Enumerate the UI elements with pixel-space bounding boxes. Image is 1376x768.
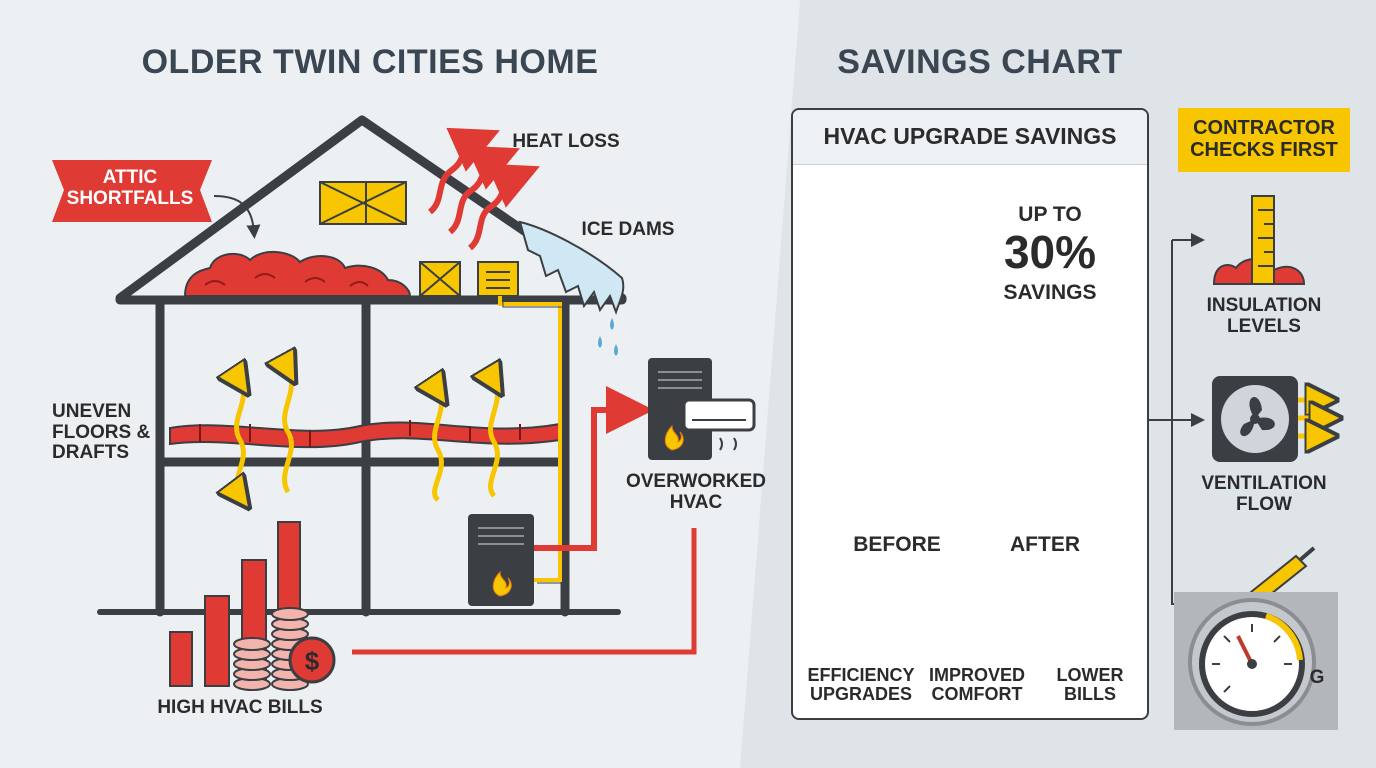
benefit-bills-line1: LOWER — [1056, 665, 1124, 685]
bar-after-label-line1: LOWER — [1005, 375, 1085, 398]
check-ventilation-line1: VENTILATION — [1201, 473, 1327, 494]
bar-before-label: HIGH ENERGY USE — [842, 319, 952, 388]
bar-after-label: LOWER ENERGY USE — [990, 375, 1100, 444]
uneven-floors-label: UNEVEN FLOORS & DRAFTS — [52, 401, 152, 464]
ice-dams-label: ICE DAMS — [581, 219, 675, 240]
check-insulation-line2: LEVELS — [1227, 315, 1301, 337]
attic-vents — [319, 181, 519, 297]
benefit-efficiency-line2: UPGRADES — [809, 684, 912, 705]
bar-before-label-line1: HIGH — [870, 319, 924, 342]
benefit-bills-label: LOWER BILLS — [1040, 665, 1140, 705]
dollar-coin-icon: $ — [288, 636, 336, 684]
contractor-title-line1: CONTRACTOR — [1193, 117, 1335, 139]
hvac-label-line2: HVAC — [669, 491, 723, 513]
savings-card — [791, 108, 1149, 720]
attic-insulation — [183, 251, 412, 297]
savings-card-header — [793, 110, 1147, 165]
contractor-title-line2: CHECKS FIRST — [1190, 138, 1338, 161]
right-panel-title: SAVINGS CHART — [837, 43, 1123, 81]
bar-after-label-line3: USE — [1023, 420, 1067, 444]
check-insulation-label: INSULATION LEVELS — [1186, 295, 1342, 337]
uneven-label-line1: UNEVEN — [52, 401, 132, 422]
hvac-label-line1: OVERWORKED — [625, 471, 767, 492]
heat-loss-arrows — [427, 127, 540, 251]
ice-dams — [518, 220, 625, 356]
savings-badge-value: 30% — [1003, 226, 1097, 278]
contractor-tag — [1178, 108, 1350, 172]
insulation-ruler-icon — [1212, 195, 1306, 285]
savings-card-title: HVAC UPGRADE SAVINGS — [823, 123, 1117, 149]
category-after: AFTER — [1010, 533, 1080, 556]
high-hvac-bills-label: HIGH HVAC BILLS — [157, 697, 323, 718]
benefit-efficiency-line1: EFFICIENCY — [807, 665, 915, 685]
overworked-hvac-label: OVERWORKED HVAC — [616, 471, 776, 513]
ventilation-fan-icon — [1212, 376, 1326, 462]
furnace — [468, 514, 534, 606]
svg-text:$: $ — [305, 646, 320, 676]
bar-before-label-line3: USE — [875, 364, 919, 388]
hvac-flow-arrow — [534, 386, 654, 551]
benefit-comfort-line1: IMPROVED — [928, 665, 1025, 685]
pressure-gauge-icon — [1174, 592, 1338, 730]
draft-arrows — [237, 370, 498, 500]
benefit-efficiency-label: EFFICIENCY UPGRADES — [800, 665, 922, 705]
benefit-comfort-label: IMPROVED COMFORT — [922, 665, 1032, 705]
attic-tag-ribbon — [52, 160, 212, 222]
savings-badge-line3: SAVINGS — [1003, 281, 1097, 304]
benefit-bills-line2: BILLS — [1064, 684, 1116, 705]
bills-flow-line — [352, 528, 697, 655]
savings-badge-line1: UP TO — [1018, 203, 1082, 226]
yellow-duct — [498, 296, 562, 582]
overworked-hvac-unit — [648, 358, 756, 460]
uneven-label-line3: DRAFTS — [52, 442, 130, 464]
check-ventilation-line2: FLOW — [1236, 493, 1292, 515]
contractor-checks-title: CONTRACTOR CHECKS FIRST — [1178, 117, 1350, 161]
check-insulation-line1: INSULATION — [1206, 295, 1322, 316]
benefit-comfort-line2: COMFORT — [931, 684, 1023, 705]
category-before: BEFORE — [853, 533, 941, 556]
check-partial-label: G — [1309, 667, 1325, 688]
attic-label-line2: SHORTFALLS — [66, 187, 194, 209]
heat-loss-label: HEAT LOSS — [512, 131, 620, 152]
check-ventilation-label: VENTILATION FLOW — [1186, 473, 1342, 515]
attic-label-line1: ATTIC — [102, 167, 158, 188]
uneven-label-line2: FLOORS & — [52, 421, 151, 443]
left-panel-title: OLDER TWIN CITIES HOME — [141, 43, 599, 81]
attic-shortfalls-label: ATTIC SHORTFALLS — [60, 167, 200, 209]
bar-before-label-line2: ENERGY — [852, 341, 942, 365]
bar-after-label-line2: ENERGY — [1000, 397, 1090, 421]
